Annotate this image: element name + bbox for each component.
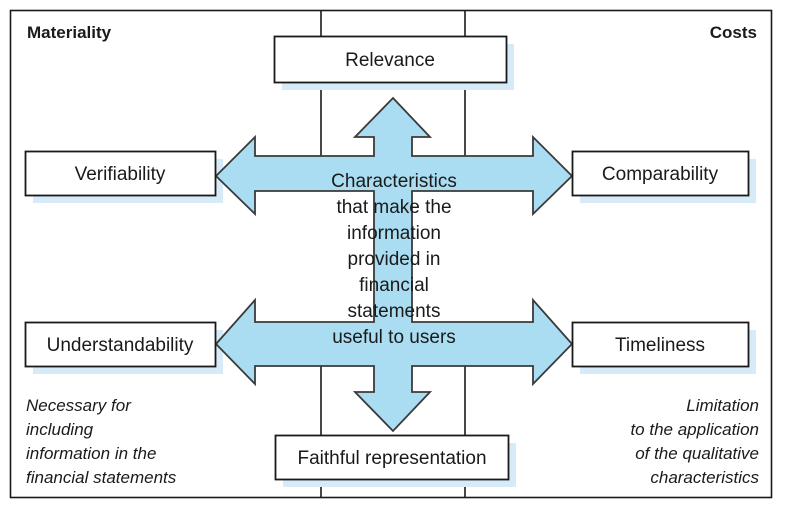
- note-bottom-right-line-4: characteristics: [650, 468, 759, 487]
- node-box-understandability[interactable]: [24, 321, 217, 368]
- four-way-arrow: [214, 96, 574, 433]
- node-label-verifiability: Verifiability: [75, 164, 166, 185]
- note-bottom-right-line-2: to the application: [630, 420, 759, 439]
- note-bottom-right-line-3: of the qualitative: [635, 444, 759, 463]
- node-label-relevance: Relevance: [345, 50, 435, 71]
- note-bottom-left-line-3: information in the: [26, 444, 156, 463]
- node-label-understandability: Understandability: [47, 335, 194, 356]
- note-bottom-left-line-4: financial statements: [26, 468, 177, 487]
- node-box-comparability[interactable]: [571, 150, 750, 197]
- node-box-timeliness[interactable]: [571, 321, 750, 368]
- center-text-line-7: useful to users: [332, 327, 456, 348]
- outer-frame: [9, 9, 773, 499]
- corner-label-costs: Costs: [710, 23, 757, 42]
- center-text-line-1: Characteristics: [331, 171, 457, 192]
- center-text-line-3: information: [347, 223, 441, 244]
- center-text-line-2: that make the: [336, 197, 451, 218]
- node-box-faithful-representation[interactable]: [274, 434, 510, 481]
- note-bottom-right-line-1: Limitation: [686, 396, 759, 415]
- node-label-comparability: Comparability: [602, 164, 719, 185]
- node-box-relevance[interactable]: [273, 35, 508, 84]
- center-text-line-4: provided in: [348, 249, 441, 270]
- note-bottom-left-line-1: Necessary for: [26, 396, 132, 415]
- note-bottom-left-line-2: including: [26, 420, 94, 439]
- node-label-timeliness: Timeliness: [615, 335, 705, 356]
- corner-label-materiality: Materiality: [27, 23, 112, 42]
- node-label-faithful-representation: Faithful representation: [297, 448, 486, 469]
- center-text-line-5: financial: [359, 275, 429, 296]
- node-box-verifiability[interactable]: [24, 150, 217, 197]
- center-text-line-6: statements: [348, 301, 441, 322]
